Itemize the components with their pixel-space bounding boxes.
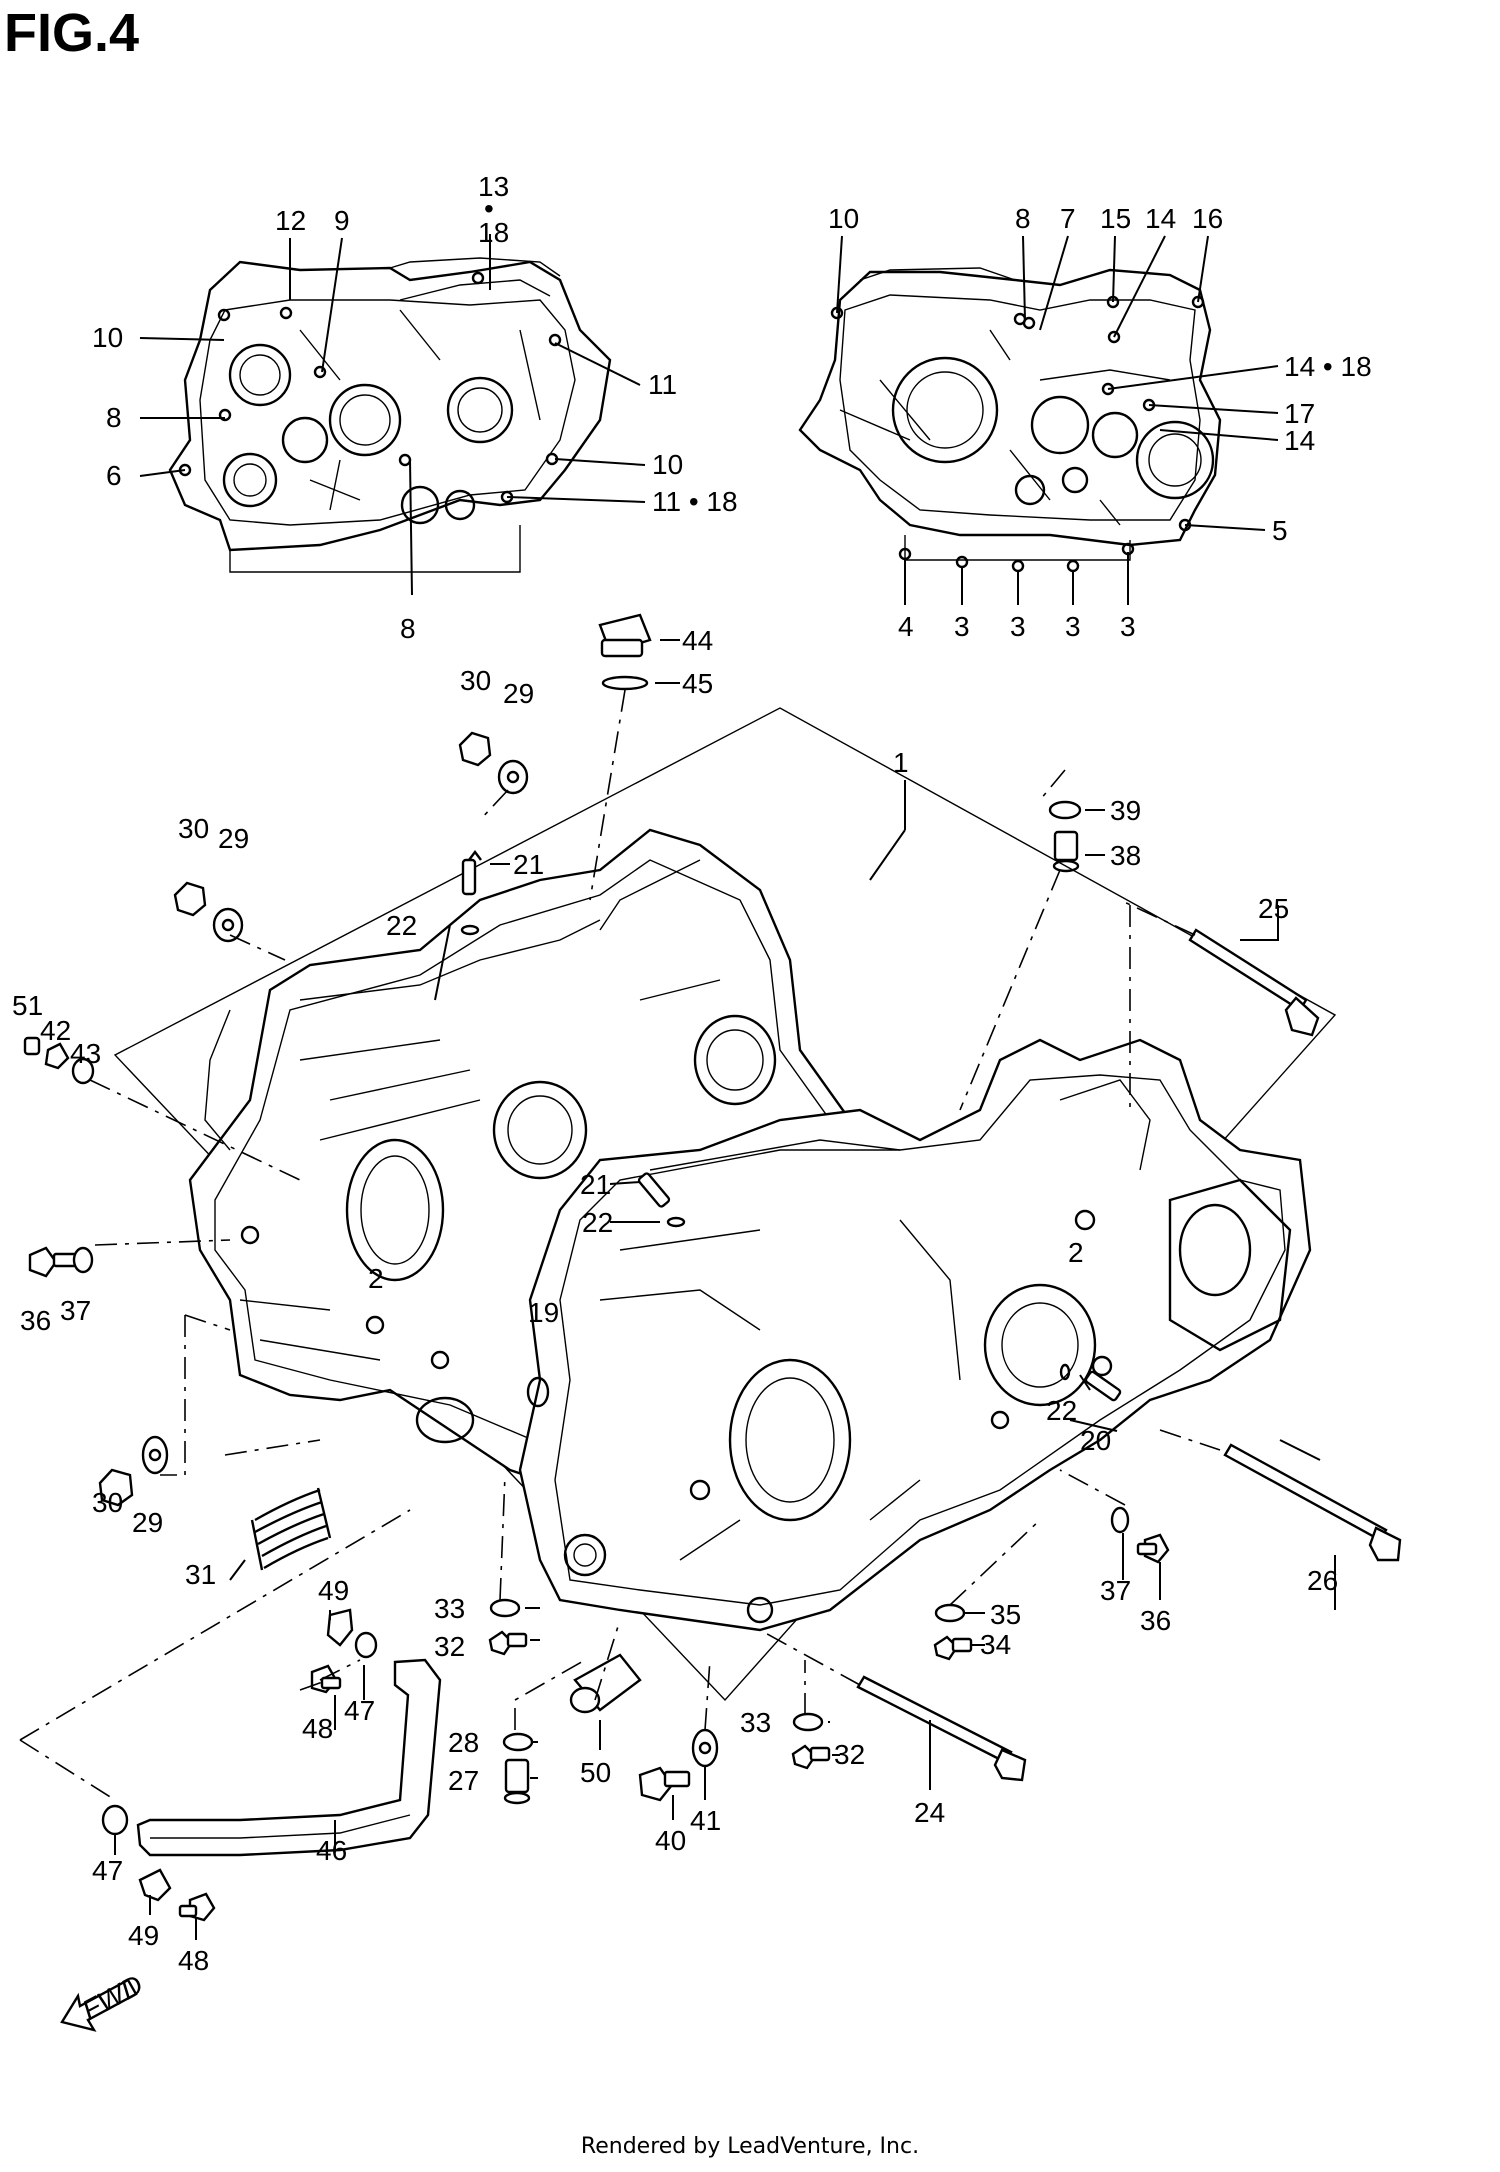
callout-22-right: 22 (1046, 1395, 1077, 1426)
callout-28: 28 (448, 1727, 479, 1758)
callout-8-bottom: 8 (400, 613, 416, 644)
callout-21-top: 21 (513, 849, 544, 880)
callout-14-top: 14 (1145, 203, 1176, 234)
callout-16: 16 (1192, 203, 1223, 234)
callout-44: 44 (682, 625, 713, 656)
small-parts (23, 613, 1402, 1922)
callout-30-top: 30 (460, 665, 491, 696)
callout-36-left: 36 (20, 1305, 51, 1336)
callout-43: 43 (70, 1038, 101, 1069)
fwd-label: FWD (77, 1969, 148, 2026)
callout-32-right: 32 (834, 1739, 865, 1770)
callout-labels: 13 • 18 12 9 10 8 6 11 10 11 • 18 8 10 8… (12, 171, 1372, 1976)
callout-51: 51 (12, 990, 43, 1021)
callout-40: 40 (655, 1825, 686, 1856)
callout-3-d: 3 (1120, 611, 1136, 642)
callout-49-top: 49 (318, 1575, 349, 1606)
forward-direction-arrow: FWD (60, 1969, 148, 2032)
callout-13-dot: • (484, 193, 494, 224)
callout-22-top: 22 (386, 910, 417, 941)
callout-15: 15 (1100, 203, 1131, 234)
callout-18: 18 (478, 217, 509, 248)
callout-6: 6 (106, 460, 122, 491)
callout-29-low: 29 (132, 1507, 163, 1538)
callout-48-top: 48 (302, 1713, 333, 1744)
callout-37-left: 37 (60, 1295, 91, 1326)
callout-32-left: 32 (434, 1631, 465, 1662)
figure-title: FIG.4 (4, 3, 140, 63)
callout-25: 25 (1258, 893, 1289, 924)
callout-14-lower: 14 (1284, 425, 1315, 456)
callout-7: 7 (1060, 203, 1076, 234)
callout-3-b: 3 (1010, 611, 1026, 642)
callout-10-mid: 10 (652, 449, 683, 480)
assembly-boundary (113, 707, 1337, 1702)
callout-36-right: 36 (1140, 1605, 1171, 1636)
callout-12: 12 (275, 205, 306, 236)
callout-4: 4 (898, 611, 914, 642)
callout-2-left: 2 (368, 1263, 384, 1294)
callout-20: 20 (1080, 1425, 1111, 1456)
callout-31: 31 (185, 1559, 216, 1590)
callout-50: 50 (580, 1757, 611, 1788)
alignment-lines (19, 689, 1221, 1801)
callout-10-right: 10 (828, 203, 859, 234)
callout-33-right: 33 (740, 1707, 771, 1738)
footer-credit: Rendered by LeadVenture, Inc. (580, 2134, 920, 2159)
callout-33-left: 33 (434, 1593, 465, 1624)
callout-22-mid: 22 (582, 1207, 613, 1238)
callout-17: 17 (1284, 398, 1315, 429)
callout-38: 38 (1110, 840, 1141, 871)
callout-9: 9 (334, 205, 350, 236)
callout-46: 46 (316, 1835, 347, 1866)
callout-49-low: 49 (128, 1920, 159, 1951)
callout-14-18: 14 • 18 (1284, 351, 1372, 382)
callout-19: 19 (528, 1297, 559, 1328)
callout-45: 45 (682, 668, 713, 699)
callout-48-low: 48 (178, 1945, 209, 1976)
callout-34: 34 (980, 1629, 1011, 1660)
callout-10-left: 10 (92, 322, 123, 353)
callout-42: 42 (40, 1015, 71, 1046)
left-crankcase-half-inset (168, 257, 612, 573)
callout-47-low: 47 (92, 1855, 123, 1886)
callout-3-a: 3 (954, 611, 970, 642)
right-crankcase-half-inset (798, 267, 1222, 573)
callout-30-low: 30 (92, 1487, 123, 1518)
callout-13: 13 (478, 171, 509, 202)
callout-27: 27 (448, 1765, 479, 1796)
callout-39: 39 (1110, 795, 1141, 826)
callout-30-mid: 30 (178, 813, 209, 844)
callout-41: 41 (690, 1805, 721, 1836)
callout-37-right: 37 (1100, 1575, 1131, 1606)
callout-8-left: 8 (106, 402, 122, 433)
callout-11: 11 (648, 369, 677, 400)
callout-21-mid: 21 (580, 1169, 611, 1200)
callout-29-mid: 29 (218, 823, 249, 854)
callout-11-18: 11 • 18 (652, 486, 738, 517)
callout-5: 5 (1272, 515, 1288, 546)
callout-47-top: 47 (344, 1695, 375, 1726)
callout-3-c: 3 (1065, 611, 1081, 642)
callout-26: 26 (1307, 1565, 1338, 1596)
callout-35: 35 (990, 1599, 1021, 1630)
callout-29-top: 29 (503, 678, 534, 709)
callout-8-right: 8 (1015, 203, 1031, 234)
main-right-crankcase-half (518, 1038, 1312, 1632)
callout-1: 1 (893, 747, 909, 778)
callout-2-right: 2 (1068, 1237, 1084, 1268)
leader-lines (114, 234, 1336, 1940)
callout-24: 24 (914, 1797, 945, 1828)
